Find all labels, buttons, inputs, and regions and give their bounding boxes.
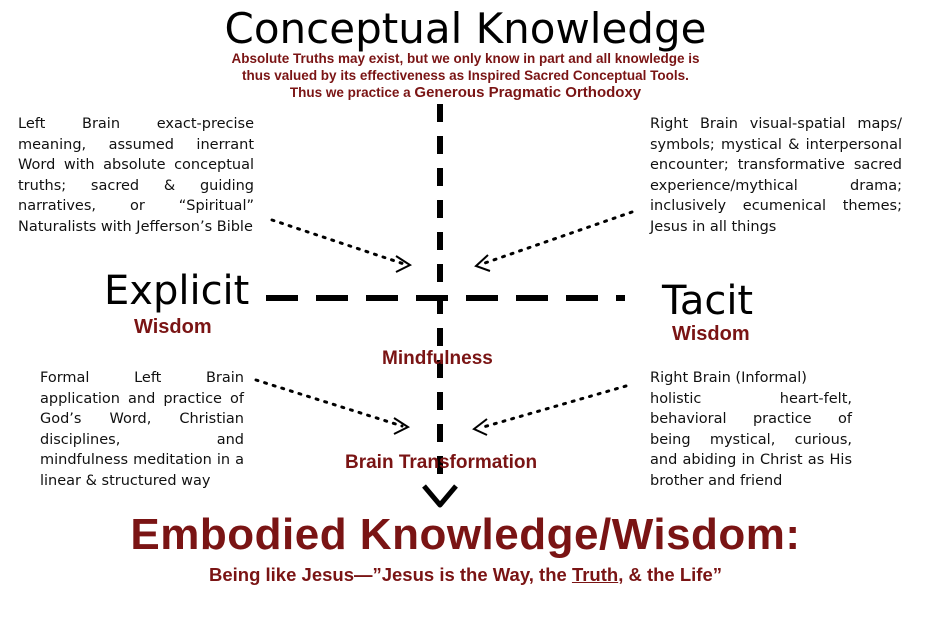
bottom-right-note-body: holistic heart-felt, behavioral practice… <box>650 390 852 489</box>
arrowhead-top-left-icon <box>395 255 413 273</box>
tagline-suffix: , & the Life” <box>618 564 722 585</box>
down-arrow-icon <box>422 484 458 508</box>
explicit-wisdom-label: Wisdom <box>134 316 212 338</box>
tacit-wisdom-label: Wisdom <box>672 323 750 345</box>
tagline: Being like Jesus—”Jesus is the Way, the … <box>0 564 931 586</box>
subtitle-emphasis: Generous Pragmatic Orthodoxy <box>414 84 642 101</box>
dotted-arrow-top-left <box>270 218 406 266</box>
mindfulness-label: Mindfulness <box>382 348 493 369</box>
embodied-heading: Embodied Knowledge/Wisdom: <box>130 510 801 559</box>
subtitle-line-2: thus valued by its effectiveness as Insp… <box>242 68 689 83</box>
explicit-label: Explicit <box>104 268 250 314</box>
arrowhead-bottom-left-icon <box>393 417 411 435</box>
page-title: Conceptual Knowledge <box>224 4 707 53</box>
dotted-arrow-bottom-left <box>254 378 404 428</box>
subtitle-line-1: Absolute Truths may exist, but we only k… <box>231 51 700 66</box>
dotted-arrow-top-right <box>480 210 634 266</box>
arrowhead-top-right-icon <box>474 254 491 272</box>
tagline-prefix: Being like Jesus—”Jesus is the Way, the <box>209 564 572 585</box>
arrowhead-bottom-right-icon <box>472 418 488 436</box>
top-left-note: Left Brain exact-precise meaning, assume… <box>18 116 254 235</box>
tacit-label: Tacit <box>662 278 754 324</box>
tagline-underlined: Truth <box>571 564 619 585</box>
brain-transformation-label: Brain Transformation <box>345 452 538 473</box>
dotted-arrow-bottom-right <box>478 384 628 430</box>
subtitle: Absolute Truths may exist, but we only k… <box>150 50 781 101</box>
bottom-left-note: Formal Left Brain application and practi… <box>40 370 244 489</box>
bottom-right-note: Right Brain (Informal) holistic heart-fe… <box>650 368 852 492</box>
bottom-right-note-line-1: Right Brain (Informal) <box>650 370 807 386</box>
subtitle-line-3: Thus we practice a Generous Pragmatic Or… <box>150 84 781 101</box>
top-right-note: Right Brain visual-spatial maps/ symbols… <box>650 116 902 235</box>
subtitle-line-3-prefix: Thus we practice a <box>289 85 415 100</box>
